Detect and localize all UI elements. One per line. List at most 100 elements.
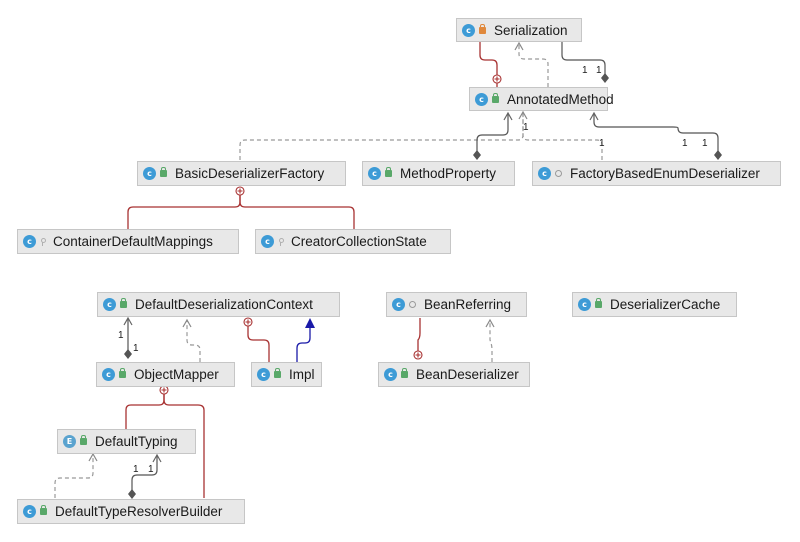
node-label: BeanReferring [424,297,512,312]
enum-icon: E [63,435,76,448]
multiplicity-label: 1 [599,138,605,149]
node-containerdefaultmappings[interactable]: c ContainerDefaultMappings [17,229,239,254]
inner-class-markers [159,74,502,395]
edge-beanreferring-beandeserializer[interactable] [417,318,421,353]
public-lock-icon [119,368,126,378]
edge-objectmapper-ddc-dashed[interactable] [186,321,201,362]
node-deserializercache[interactable]: c DeserializerCache [572,292,737,317]
public-lock-icon [385,167,392,177]
edge-ddc-impl[interactable] [247,318,270,362]
node-serialization[interactable]: c Serialization [456,18,582,42]
protected-key-icon [40,237,46,246]
node-label: MethodProperty [400,166,497,181]
node-beandeserializer[interactable]: c BeanDeserializer [378,362,530,387]
edge-objectmapper-builder[interactable] [163,387,205,498]
diamond-builder [128,489,136,499]
node-defaultdeserializationcontext[interactable]: c DefaultDeserializationContext [97,292,340,317]
node-methodproperty[interactable]: c MethodProperty [362,161,515,186]
edge-annotatedmethod-serialization-dashed[interactable] [518,44,549,87]
node-objectmapper[interactable]: c ObjectMapper [96,362,235,387]
edge-defaulttyping-builder[interactable] [131,455,158,490]
node-factorybasedenumdeserializer[interactable]: c FactoryBasedEnumDeserializer [532,161,781,186]
class-icon: c [261,235,274,248]
node-label: DeserializerCache [610,297,721,312]
multiplicity-label: 1 [148,464,154,475]
edge-factoryenum-annotatedmethod-dashed[interactable] [522,113,603,160]
multiplicity-label: 1 [582,65,588,76]
private-lock-icon [479,23,486,34]
class-icon: c [392,298,405,311]
class-icon: c [368,167,381,180]
public-lock-icon [80,435,87,445]
package-visibility-icon [555,170,562,177]
edge-factoryenum-annotatedmethod[interactable] [593,113,719,152]
node-label: AnnotatedMethod [507,91,614,107]
multiplicity-label: 1 [596,65,602,76]
aggregation-arrowheads [123,111,599,463]
node-creatorcollectionstate[interactable]: c CreatorCollectionState [255,229,451,254]
class-icon: c [462,23,475,37]
diamond-serialization [601,73,609,83]
edge-objectmapper-defaulttyping[interactable] [125,387,165,429]
node-label: Impl [289,367,315,382]
edge-beandeserializer-beanreferring-dashed[interactable] [489,321,493,362]
multiplicity-label: 1 [702,138,708,149]
public-lock-icon [401,368,408,378]
node-beanreferring[interactable]: c BeanReferring [386,292,527,317]
edge-basicfactory-containermappings[interactable] [127,188,241,230]
node-label: Serialization [494,22,568,38]
node-label: ContainerDefaultMappings [53,234,213,249]
class-icon: c [103,298,116,311]
class-icon: c [102,368,115,381]
aggregation-edges [127,41,719,490]
inner-class-edges [125,41,498,498]
extends-arrowhead [305,318,315,328]
dashed-edges [54,44,603,498]
node-label: FactoryBasedEnumDeserializer [570,166,760,181]
public-lock-icon [160,167,167,177]
inheritance-edges [296,318,315,362]
public-lock-icon [595,298,602,308]
node-label: DefaultTypeResolverBuilder [55,504,223,519]
multiplicity-label: 1 [133,343,139,354]
class-icon: c [23,505,36,518]
node-label: DefaultTyping [95,434,178,449]
class-icon: c [538,167,551,180]
class-icon: c [257,368,270,381]
dashed-arrowheads [88,41,528,462]
edge-basicfactory-annotatedmethod-dashed[interactable] [239,113,524,160]
edge-methodproperty-annotatedmethod[interactable] [476,113,509,152]
class-icon: c [475,92,488,106]
class-icon: c [578,298,591,311]
node-impl[interactable]: c Impl [251,362,322,387]
public-lock-icon [274,368,281,378]
node-defaulttyping[interactable]: E DefaultTyping [57,429,196,454]
class-icon: c [23,235,36,248]
class-icon: c [143,167,156,180]
edge-impl-ddc-extends[interactable] [296,328,311,362]
edge-serialization-aggregation[interactable] [561,41,606,75]
node-label: BasicDeserializerFactory [175,166,325,181]
node-defaulttyperesolverbuilder[interactable]: c DefaultTypeResolverBuilder [17,499,245,524]
multiplicity-label: 1 [523,122,529,133]
node-label: CreatorCollectionState [291,234,427,249]
diamond-methodproperty [473,150,481,160]
multiplicity-label: 1 [133,464,139,475]
node-annotatedmethod[interactable]: c AnnotatedMethod [469,87,614,111]
public-lock-icon [492,92,499,103]
multiplicity-label: 1 [682,138,688,149]
diamond-objectmapper [124,349,132,359]
package-visibility-icon [409,301,416,308]
multiplicity-label: 1 [118,330,124,341]
public-lock-icon [40,505,47,515]
edge-serialization-annotatedmethod[interactable] [479,41,498,87]
node-basicdeserializerfactory[interactable]: c BasicDeserializerFactory [137,161,346,186]
edge-basicfactory-creatorstate[interactable] [239,188,355,230]
class-icon: c [384,368,397,381]
diamond-factoryenum [714,150,722,160]
edge-builder-defaulttyping-dashed[interactable] [54,455,94,498]
protected-key-icon [278,237,284,246]
node-label: BeanDeserializer [416,367,519,382]
aggregation-diamonds [124,73,722,499]
